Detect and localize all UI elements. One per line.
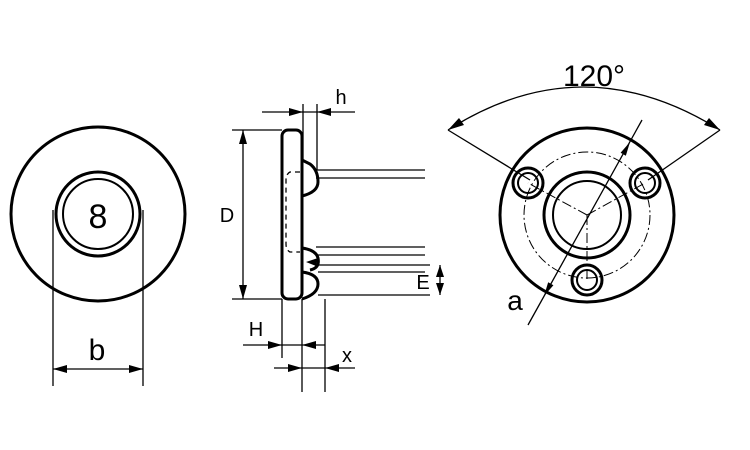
boss-outer-circle bbox=[54, 170, 142, 258]
dim-D-arrow-bottom bbox=[239, 285, 247, 299]
boss-inner-circle bbox=[552, 180, 622, 250]
dim-E-arrow-top bbox=[436, 265, 444, 277]
dim-H-arrow-right bbox=[302, 341, 316, 349]
dim-x-arrow-left bbox=[288, 364, 302, 372]
side-view: D h H x E bbox=[220, 87, 444, 392]
dim-h-label: h bbox=[335, 87, 346, 109]
flange-plate bbox=[280, 128, 304, 301]
dim-b-label: b bbox=[89, 334, 106, 367]
hidden-boss bbox=[285, 171, 300, 253]
size-marking: 8 bbox=[89, 198, 108, 236]
projection-hole-right-inner bbox=[634, 172, 656, 194]
dim-D-arrow-top bbox=[239, 130, 247, 144]
dim-x-label: x bbox=[342, 345, 352, 367]
boss-inner-circle bbox=[62, 178, 134, 250]
angle-extension-left bbox=[447, 129, 531, 181]
angle-label: 120° bbox=[563, 60, 625, 93]
dim-x-arrow-right bbox=[325, 364, 339, 372]
rear-view: 120° a bbox=[447, 60, 721, 326]
dim-E-label: E bbox=[416, 272, 429, 294]
front-view: 8 b bbox=[9, 125, 187, 386]
projection-hole-left-inner bbox=[517, 172, 539, 194]
projection-lower bbox=[301, 270, 320, 301]
dim-E-arrow-bottom bbox=[436, 283, 444, 295]
dim-H-arrow-left bbox=[268, 341, 282, 349]
dim-a-arrow-bottom bbox=[544, 282, 554, 296]
flange-outline bbox=[498, 126, 676, 304]
dim-b-arrow-left bbox=[53, 365, 67, 373]
projection-hole-left bbox=[511, 166, 545, 200]
dim-D-label: D bbox=[220, 205, 234, 227]
dim-h-arrow-left bbox=[289, 108, 303, 116]
dim-a-label: a bbox=[507, 285, 523, 316]
angle-arrow-right bbox=[704, 118, 720, 130]
projection-hole-right bbox=[628, 166, 662, 200]
dim-a-arrow-top bbox=[620, 142, 630, 156]
angle-arrow-left bbox=[448, 118, 464, 130]
center-line-left bbox=[527, 182, 588, 216]
dim-b-arrow-right bbox=[129, 365, 143, 373]
flange-outline bbox=[9, 125, 187, 303]
center-line-right bbox=[586, 182, 646, 216]
projection-upper bbox=[301, 158, 320, 198]
angle-extension-right bbox=[647, 129, 721, 181]
leg-arrow bbox=[306, 258, 318, 266]
dim-H-label: H bbox=[249, 319, 263, 341]
angle-arc bbox=[447, 86, 721, 131]
dim-h-arrow-right bbox=[317, 108, 331, 116]
